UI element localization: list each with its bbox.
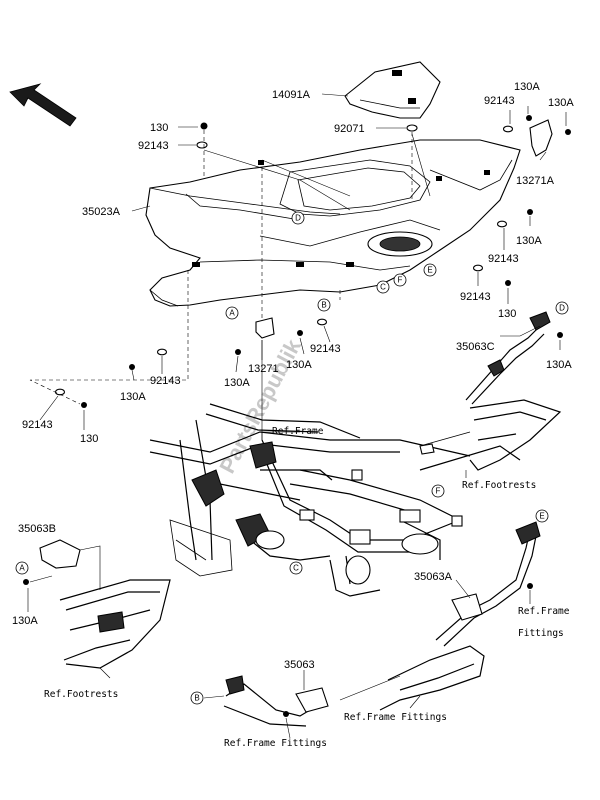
label-130A-top-right-2: 130A xyxy=(548,97,574,109)
label-92143-far-left: 92143 xyxy=(22,419,53,431)
footguard-bottom-part xyxy=(203,675,329,727)
label-92143-left: 92143 xyxy=(150,375,181,387)
label-130-far-left: 130 xyxy=(80,433,98,445)
callout-C-lower: C xyxy=(293,564,299,573)
rear-fender-part xyxy=(145,139,521,307)
reference-lines xyxy=(29,130,431,440)
label-13271: 13271 xyxy=(248,363,279,375)
label-130A-mid-2: 130A xyxy=(224,377,250,389)
label-35023A: 35023A xyxy=(82,206,121,218)
footguard-right-part xyxy=(419,311,562,471)
label-130A-right: 130A xyxy=(516,235,542,247)
callout-E-lower: E xyxy=(539,512,544,521)
callout-B-lower: B xyxy=(194,694,199,703)
callout-F-upper: F xyxy=(398,276,403,285)
label-130A-left-bottom: 130A xyxy=(12,615,38,627)
label-92143-top-right: 92143 xyxy=(484,95,515,107)
footguard-lower-right-part xyxy=(339,521,541,711)
ref-footrests-left: Ref.Footrests xyxy=(44,689,118,700)
label-13271A: 13271A xyxy=(516,175,555,187)
leader-lines xyxy=(27,93,567,739)
callout-D-upper: D xyxy=(295,214,301,223)
bracket-13271-part xyxy=(255,317,275,339)
ref-frame: Ref.Frame xyxy=(272,426,324,437)
label-92143-top: 92143 xyxy=(138,140,169,152)
callout-F-lower: F xyxy=(436,487,441,496)
bracket-13271A-part xyxy=(529,119,553,157)
label-14091A: 14091A xyxy=(272,89,311,101)
label-130A-mid: 130A xyxy=(286,359,312,371)
callout-D-lower: D xyxy=(559,304,565,313)
front-direction-arrow-icon xyxy=(9,83,77,127)
label-130-top: 130 xyxy=(150,122,168,134)
seat-cover-part xyxy=(344,61,441,119)
label-130-right: 130 xyxy=(498,308,516,320)
ref-footrests-right: Ref.Footrests xyxy=(462,480,536,491)
callout-A-lower: A xyxy=(19,564,25,573)
ref-frame-fittings-mid: Ref.Frame Fittings xyxy=(344,712,447,723)
callout-C-upper: C xyxy=(380,283,386,292)
callout-A-upper: A xyxy=(229,309,235,318)
label-130A-far-right: 130A xyxy=(546,359,572,371)
part-labels: 14091A 92071 130 92143 35023A 92143 130A… xyxy=(12,81,574,671)
label-35063A: 35063A xyxy=(414,571,453,583)
callout-B-upper: B xyxy=(321,301,326,310)
label-35063: 35063 xyxy=(284,659,315,671)
callouts: A B C D E F D F C A E B xyxy=(15,211,569,705)
fasteners xyxy=(23,115,571,717)
label-92143-right-2: 92143 xyxy=(460,291,491,303)
main-frame-part xyxy=(149,403,521,597)
label-92143-mid: 92143 xyxy=(310,343,341,355)
label-35063C: 35063C xyxy=(456,341,495,353)
ref-frame-fittings-right-2: Fittings xyxy=(518,628,564,639)
callout-E-upper: E xyxy=(427,266,432,275)
label-130A-left: 130A xyxy=(120,391,146,403)
label-35063B: 35063B xyxy=(18,523,56,535)
reference-labels: Ref.Frame Ref.Footrests Ref.Footrests Re… xyxy=(44,426,570,749)
footguard-left-part xyxy=(29,539,171,669)
ref-frame-fittings-right-1: Ref.Frame xyxy=(518,606,570,617)
label-130A-top-right-1: 130A xyxy=(514,81,540,93)
label-92143-right-1: 92143 xyxy=(488,253,519,265)
ref-frame-fittings-bottom: Ref.Frame Fittings xyxy=(224,738,327,749)
label-92071: 92071 xyxy=(334,123,365,135)
